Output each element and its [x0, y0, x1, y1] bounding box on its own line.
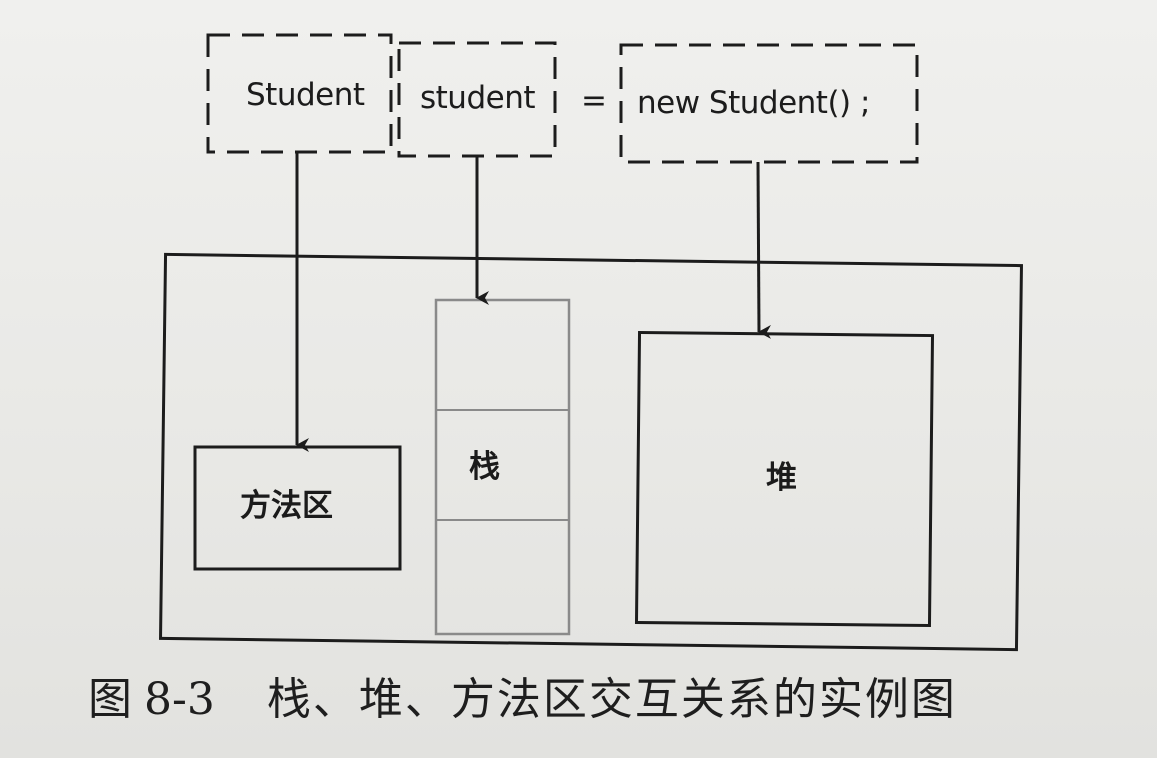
equals-sign: = [581, 83, 607, 119]
method-area-label: 方法区 [240, 488, 333, 524]
caption-text: 栈、堆、方法区交互关系的实例图 [266, 674, 957, 725]
runtime-memory-frame [159, 252, 1023, 652]
stack-label: 栈 [469, 449, 500, 485]
heap-label: 堆 [766, 460, 797, 496]
initializer-dashed-box [619, 43, 919, 164]
variable-name-label: student [420, 80, 536, 116]
figure-caption: 图 8-3 栈、堆、方法区交互关系的实例图 [88, 672, 957, 728]
type-name-label: Student [246, 77, 365, 113]
caption-number: 8-3 [144, 674, 215, 725]
stack-box [434, 298, 571, 636]
heap-box [634, 330, 935, 628]
caption-prefix: 图 [88, 674, 132, 725]
type-name-dashed-box [206, 33, 393, 154]
arrow-object-to-heap [756, 161, 772, 339]
initializer-label: new Student() ; [637, 85, 870, 121]
